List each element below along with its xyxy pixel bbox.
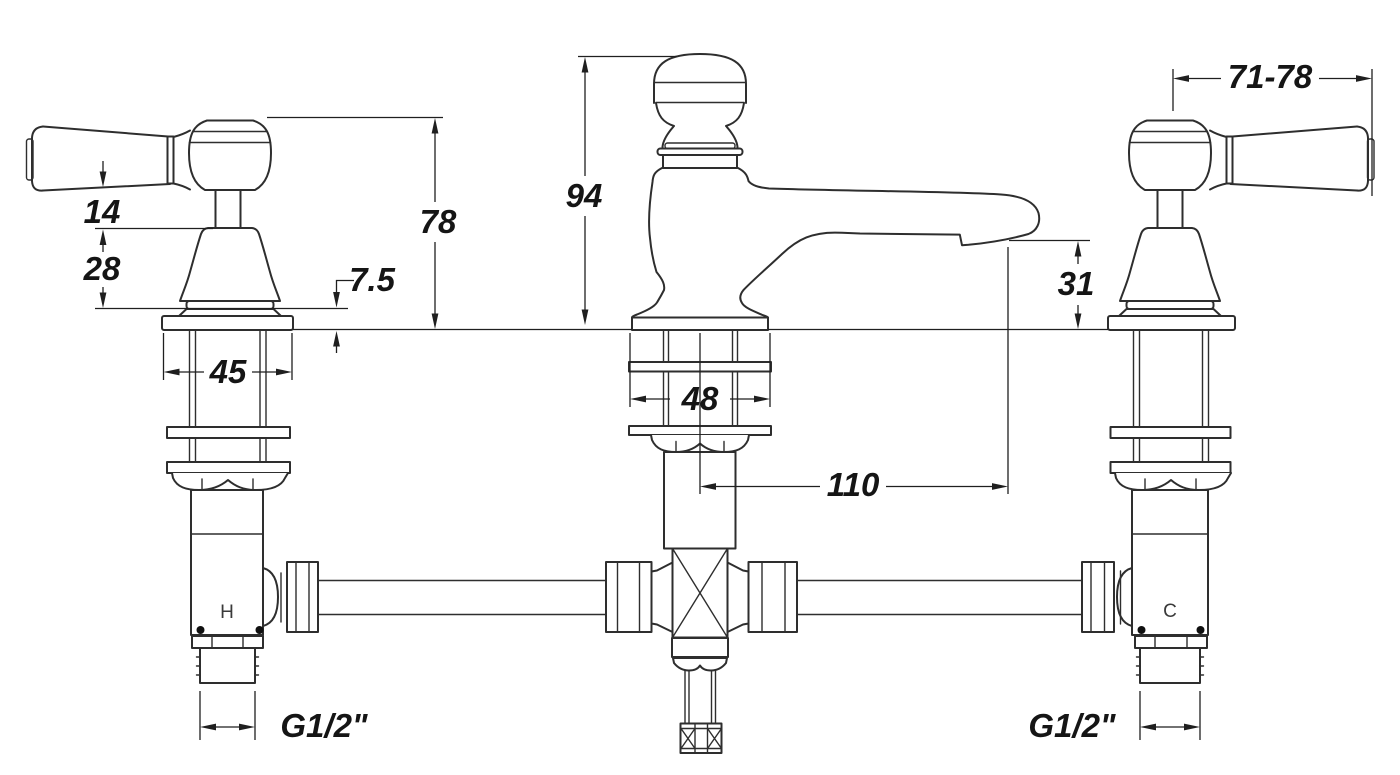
- spout-finial-knob: [653, 53, 747, 169]
- spout-body-left-profile: [631, 167, 666, 319]
- dim-7-5-label: 7.5: [349, 261, 396, 298]
- cross-compression-nut-left: [605, 561, 653, 633]
- hot-valve-flange: [161, 315, 294, 331]
- hot-seal-right: [255, 626, 264, 634]
- hot-compression-nut: [286, 561, 319, 633]
- hot-collar-nut: [191, 635, 264, 649]
- cold-compression-fitting: [1081, 561, 1133, 633]
- cold-backplate-washer-2: [1109, 461, 1232, 474]
- cold-threaded-spigot: [1139, 647, 1201, 684]
- cold-seal-right: [1196, 626, 1205, 634]
- hot-lever-hub-plate: [166, 135, 175, 185]
- cold-compression-nut: [1081, 561, 1115, 633]
- spout-assembly: [605, 53, 1041, 754]
- cold-valve-stem: [1156, 189, 1184, 229]
- dim-31-label: 31: [1058, 265, 1095, 302]
- cold-seal-left: [1137, 626, 1146, 634]
- dim-handle-reach-71-78: 71-78: [1172, 58, 1373, 196]
- cross-compression-nut-right: [747, 561, 798, 633]
- hot-lever-tip-insert: [25, 138, 34, 181]
- cold-valve-flange: [1107, 315, 1236, 331]
- bottom-hose-connector: [679, 722, 723, 754]
- hot-backplate-washer-1: [166, 426, 291, 439]
- dim-thread-cold: G1/2": [1028, 691, 1201, 744]
- cross-port-right: [726, 561, 750, 633]
- dim-28-label: 28: [83, 250, 121, 287]
- hot-lever-handle: [25, 125, 191, 192]
- hot-valve-assembly: H: [25, 119, 319, 684]
- cross-port-left: [650, 561, 674, 633]
- hot-backplate-washer-2: [166, 461, 291, 474]
- cold-valve-body: [1131, 489, 1209, 636]
- dimension-annotations: 14 28 7.5 78: [83, 55, 1373, 744]
- dim-lever-gap-14: 14: [84, 161, 348, 310]
- dim-base-height-7-5: 7.5: [333, 261, 396, 353]
- cold-collar-nut: [1134, 635, 1208, 649]
- hot-compression-fitting: [262, 561, 319, 633]
- dim-handle-height-78: 78: [267, 116, 457, 329]
- cross-bottom-hexnut: [672, 657, 728, 672]
- hot-valve-stem: [214, 189, 242, 229]
- hot-indicator-label: H: [220, 602, 234, 623]
- hot-valve-shroud: [161, 227, 294, 331]
- dim-thread-hot: G1/2": [199, 691, 368, 744]
- hot-backnut: [171, 472, 289, 491]
- hot-valve-tail: [166, 329, 291, 684]
- dim-outlet-height-31: 31: [1009, 239, 1095, 329]
- cold-lever-tip-insert: [1366, 138, 1375, 181]
- cold-backplate-washer-1: [1109, 426, 1232, 439]
- cold-backnut: [1114, 472, 1232, 491]
- cross-fitting: [605, 547, 798, 754]
- spout-base-plate: [631, 316, 769, 331]
- hot-threaded-spigot: [199, 647, 256, 684]
- cold-indicator-label: C: [1163, 601, 1177, 622]
- cross-fitting-x-mark: [671, 547, 729, 639]
- dim-shroud-height-28: 28: [83, 229, 121, 308]
- hot-valve-body: [190, 489, 264, 636]
- cold-valve-head: [1128, 119, 1212, 191]
- dim-78-label: 78: [420, 203, 457, 240]
- dim-71-78-label: 71-78: [1228, 58, 1313, 95]
- dim-45-label: 45: [209, 353, 247, 390]
- cold-valve-tail: [1109, 329, 1232, 684]
- supply-pipes: [317, 579, 1083, 616]
- cold-valve-shroud: [1107, 227, 1236, 331]
- spout-bonnet-collar: [662, 154, 738, 169]
- spout-arm-profile: [737, 167, 1041, 319]
- thread-size-cold-label: G1/2": [1028, 707, 1116, 744]
- dim-flange-width-45: 45: [162, 333, 293, 390]
- dim-14-label: 14: [84, 193, 121, 230]
- thread-size-hot-label: G1/2": [280, 707, 368, 744]
- cold-lever-handle: [1209, 125, 1375, 192]
- dim-spout-height-94: 94: [566, 55, 677, 325]
- hot-valve-head: [188, 119, 272, 191]
- cold-valve-assembly: C: [1081, 119, 1375, 684]
- bottom-feed-tube: [684, 669, 717, 725]
- dim-94-label: 94: [566, 177, 603, 214]
- dim-110-label: 110: [827, 466, 880, 503]
- cross-bottom-flange: [671, 637, 729, 658]
- dim-spout-reach-110: 110: [699, 247, 1009, 503]
- hot-seal-left: [196, 626, 205, 634]
- cold-lever-hub-plate: [1225, 135, 1234, 185]
